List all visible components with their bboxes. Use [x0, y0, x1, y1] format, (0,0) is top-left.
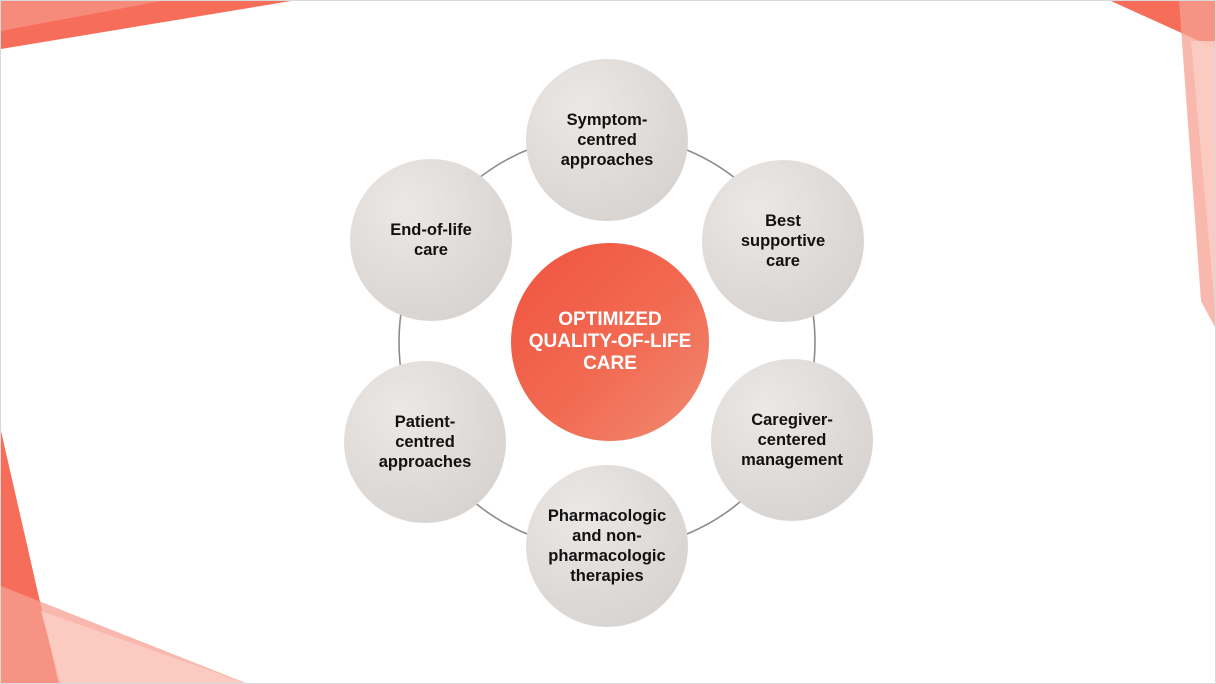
- deco-top-right-band-light: [1191, 41, 1215, 309]
- node-caregiver-centered-management: Caregiver- centered management: [711, 359, 873, 521]
- node-label: Patient- centred approaches: [378, 413, 472, 471]
- deco-bottom-left-wedge-light: [41, 611, 246, 683]
- center-node: OPTIMIZED QUALITY-OF-LIFE CARE: [511, 243, 709, 441]
- node-label: Symptom- centred approaches: [560, 111, 654, 169]
- node-end-of-life-care: End-of-life care: [350, 159, 512, 321]
- node-patient-centred-approaches: Patient- centred approaches: [344, 361, 506, 523]
- node-label: Caregiver- centered management: [741, 411, 843, 469]
- node-symptom-centred-approaches: Symptom- centred approaches: [526, 59, 688, 221]
- node-pharmacologic-therapies: Pharmacologic and non- pharmacologic the…: [526, 465, 688, 627]
- node-label: Pharmacologic and non- pharmacologic the…: [547, 507, 667, 585]
- deco-top-left-shape-light: [1, 1, 161, 31]
- node-best-supportive-care: Best supportive care: [702, 160, 864, 322]
- node-label: Best supportive care: [740, 212, 826, 270]
- node-label: End-of-life care: [390, 221, 472, 259]
- center-label: OPTIMIZED QUALITY-OF-LIFE CARE: [528, 309, 692, 374]
